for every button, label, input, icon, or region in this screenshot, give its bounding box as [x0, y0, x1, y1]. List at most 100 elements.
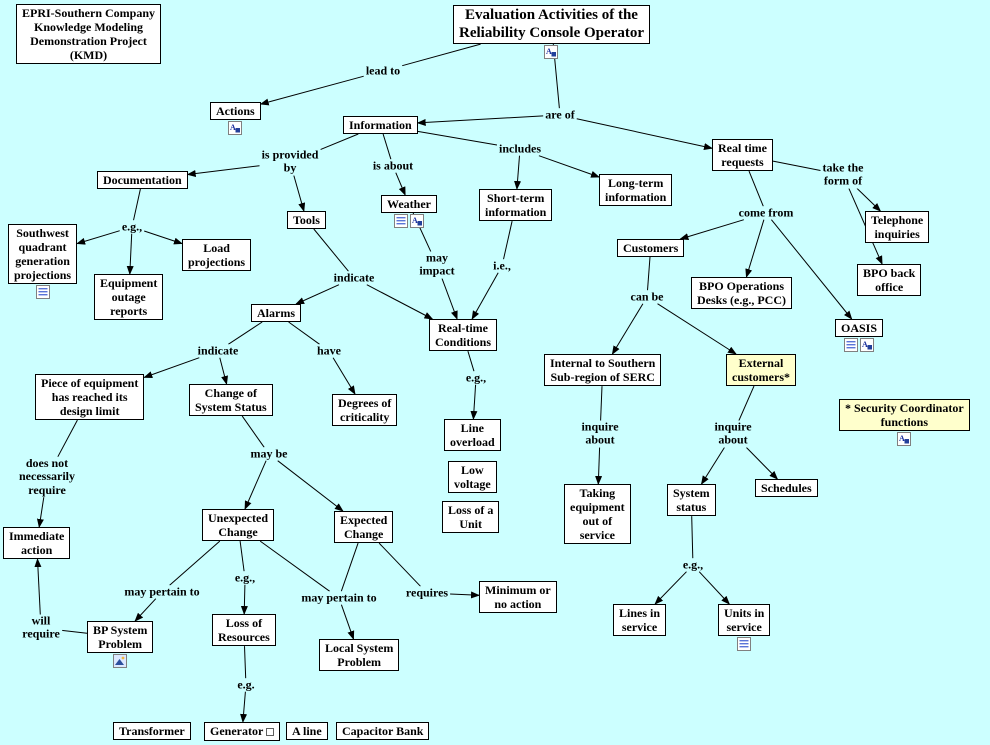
concept-equipment-outage[interactable]: Equipment outage reports	[94, 274, 164, 321]
concept-realtime-requests[interactable]: Real time requests	[712, 139, 773, 172]
concept-long-term[interactable]: Long-term information	[599, 174, 673, 207]
node-bpo-back: BPO back office	[857, 264, 922, 297]
concept-short-term[interactable]: Short-term information	[479, 189, 553, 222]
concept-label: Units in service	[724, 606, 765, 635]
concept-rtc[interactable]: Real-time Conditions	[429, 319, 498, 352]
concept-unexpected[interactable]: Unexpected Change	[202, 509, 274, 542]
node-schedules: Schedules	[755, 479, 818, 498]
concept-a-line[interactable]: A line	[286, 722, 328, 741]
edge-line	[595, 447, 603, 485]
node-change-status: Change of System Status	[189, 384, 273, 417]
concept-weather[interactable]: Weather	[381, 195, 437, 214]
concept-label: BP System Problem	[93, 623, 148, 652]
concept-taking-equipment[interactable]: Taking equipment out of service	[564, 484, 631, 545]
edge-line	[169, 540, 221, 586]
concept-telephone[interactable]: Telephone inquiries	[865, 211, 930, 244]
edge-line	[239, 541, 245, 572]
concept-lines-in-service[interactable]: Lines in service	[613, 604, 667, 637]
node-short-term: Short-term information	[479, 189, 553, 222]
node-loss-resources: Loss of Resources	[212, 614, 276, 647]
concept-bpo-back[interactable]: BPO back office	[857, 264, 922, 297]
concept-piece-equipment[interactable]: Piece of equipment has reached its desig…	[35, 374, 145, 421]
concept-tools[interactable]: Tools	[287, 211, 326, 230]
edge-line	[441, 278, 458, 320]
edge-line	[133, 188, 141, 221]
linking-phrase-will-require: will require	[20, 613, 62, 642]
linking-phrase-may-impact: may impact	[417, 250, 457, 279]
concept-internal-serc[interactable]: Internal to Southern Sub-region of SERC	[544, 354, 662, 387]
edge-line	[471, 272, 499, 320]
concept-capacitor[interactable]: Capacitor Bank	[336, 722, 430, 741]
square-icon	[266, 725, 275, 739]
edge-line	[295, 284, 340, 305]
concept-label: Load projections	[188, 241, 246, 270]
concept-units-in-service[interactable]: Units in service	[718, 604, 771, 637]
concept-schedules[interactable]: Schedules	[755, 479, 818, 498]
concept-line-overload[interactable]: Line overload	[444, 419, 501, 452]
concept-bpo-desks[interactable]: BPO Operations Desks (e.g., PCC)	[691, 277, 792, 310]
concept-load-projections[interactable]: Load projections	[182, 239, 252, 272]
concept-label: Actions	[216, 104, 255, 118]
concept-low-voltage[interactable]: Low voltage	[448, 461, 497, 494]
concept-transformer[interactable]: Transformer	[113, 722, 191, 741]
node-system-status: System status	[667, 484, 716, 517]
resource-icon[interactable]: A	[897, 432, 912, 447]
concept-documentation[interactable]: Documentation	[97, 171, 188, 190]
concept-label: Expected Change	[340, 513, 388, 542]
concept-actions[interactable]: Actions	[210, 102, 261, 121]
edge-line	[772, 160, 821, 171]
concept-bp-system[interactable]: BP System Problem	[87, 621, 154, 654]
edge-line	[244, 460, 267, 510]
concept-southwest[interactable]: Southwest quadrant generation projection…	[8, 224, 78, 285]
concept-local-system[interactable]: Local System Problem	[319, 639, 400, 672]
edge-line	[259, 75, 364, 106]
concept-external-customers[interactable]: External customers*	[726, 354, 796, 387]
edge-line	[320, 133, 359, 151]
edge-line	[679, 219, 745, 241]
node-unexpected: Unexpected Change	[202, 509, 274, 542]
concept-immediate-action[interactable]: Immediate action	[3, 527, 71, 560]
concept-system-status[interactable]: System status	[667, 484, 716, 517]
resource-icon[interactable]: A	[544, 45, 559, 60]
concept-loss-unit[interactable]: Loss of a Unit	[442, 501, 500, 534]
node-load-projections: Load projections	[182, 239, 252, 272]
resource-icon[interactable]: A	[410, 214, 424, 229]
edge-line	[738, 385, 755, 421]
concept-alarms[interactable]: Alarms	[251, 304, 301, 323]
node-loss-unit: Loss of a Unit	[442, 501, 500, 534]
document-icon[interactable]	[35, 285, 50, 300]
resource-icon[interactable]: A	[860, 338, 875, 353]
document-icon[interactable]	[844, 338, 859, 353]
edge-line	[647, 256, 651, 291]
document-icon[interactable]	[737, 637, 752, 652]
concept-label: EPRI-Southern Company Knowledge Modeling…	[22, 6, 156, 63]
concept-customers[interactable]: Customers	[617, 239, 685, 258]
node-low-voltage: Low voltage	[448, 461, 497, 494]
linking-phrase-may-be: may be	[248, 446, 290, 461]
concept-label: Low voltage	[454, 463, 491, 492]
concept-label: * Security Coordinator functions	[845, 401, 964, 430]
concept-expected[interactable]: Expected Change	[334, 511, 394, 544]
concept-loss-resources[interactable]: Loss of Resources	[212, 614, 276, 647]
concept-label: Immediate action	[9, 529, 65, 558]
concept-kmd-note[interactable]: EPRI-Southern Company Knowledge Modeling…	[16, 4, 162, 65]
concept-main-title[interactable]: Evaluation Activities of the Reliability…	[453, 5, 650, 45]
resource-icon[interactable]: A	[228, 121, 243, 136]
concept-oasis[interactable]: OASIS	[835, 319, 884, 338]
linking-phrase-is-about: is about	[370, 158, 416, 173]
concept-degrees[interactable]: Degrees of criticality	[332, 394, 398, 427]
concept-generator[interactable]: Generator	[204, 722, 281, 742]
concept-security-note[interactable]: * Security Coordinator functions	[839, 399, 970, 432]
document-icon[interactable]	[394, 214, 408, 229]
node-transformer: Transformer	[113, 722, 191, 741]
concept-information[interactable]: Information	[343, 116, 418, 135]
node-taking-equipment: Taking equipment out of service	[564, 484, 631, 545]
image-icon[interactable]	[113, 654, 128, 669]
concept-minimum[interactable]: Minimum or no action	[479, 581, 557, 614]
node-southwest: Southwest quadrant generation projection…	[8, 224, 78, 300]
concept-change-status[interactable]: Change of System Status	[189, 384, 273, 417]
concept-label: Documentation	[103, 173, 182, 187]
linking-phrase-may-pertain-2: may pertain to	[299, 590, 379, 605]
linking-phrase-come-from: come from	[736, 205, 796, 220]
